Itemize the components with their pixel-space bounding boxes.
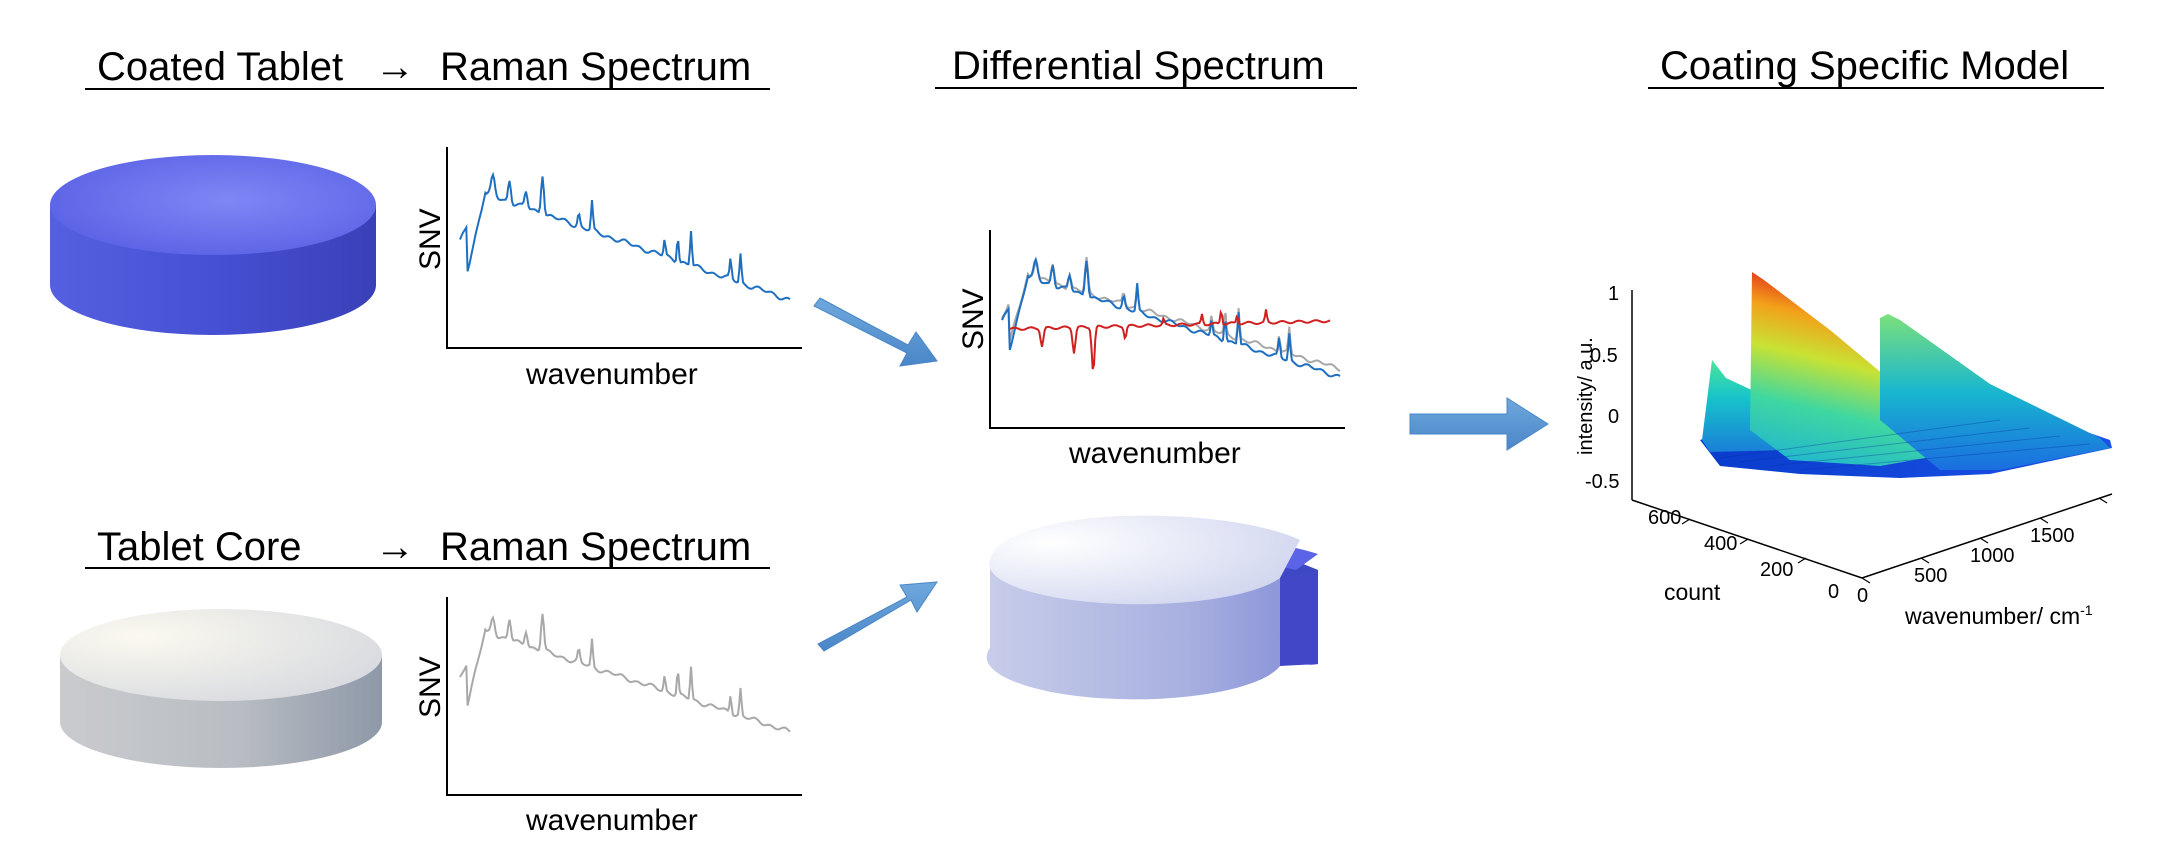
core-spectrum-line	[459, 613, 791, 733]
differential-spectrum-axes	[989, 230, 1345, 429]
title-differential: Differential Spectrum	[935, 44, 1357, 89]
model-z-label: intensity/ a.u.	[1575, 337, 1597, 455]
cut-tablet-core-top	[989, 515, 1300, 605]
title-differential-text: Differential Spectrum	[952, 44, 1325, 88]
coated-spectrum-ylabel: SNV	[414, 208, 447, 270]
arrow-coated-to-differential	[813, 297, 938, 367]
model-y-tick-3: 200	[1760, 559, 1793, 581]
differential-spectrum-chart: SNV wavenumber	[957, 230, 1345, 470]
model-y-tick-4: 0	[1828, 581, 1839, 603]
differential-core-line	[1001, 256, 1341, 372]
differential-spectrum-ylabel: SNV	[957, 288, 990, 350]
model-y-label: count	[1664, 579, 1721, 605]
core-tablet-image	[60, 609, 382, 768]
title-coated-tablet: Coated Tablet → Raman Spectrum	[85, 45, 770, 90]
coated-tablet-top	[50, 155, 376, 255]
model-x-label: wavenumber/ cm-1	[1904, 602, 2093, 629]
model-ridge-right	[1880, 314, 2110, 470]
model-tick-marks	[1681, 497, 2108, 584]
title-core-text: Tablet Core	[97, 525, 302, 569]
core-spectrum-axes	[446, 597, 802, 796]
model-x-tick-3: 1000	[1970, 545, 2015, 567]
coated-spectrum-chart: SNV wavenumber	[414, 147, 802, 391]
model-z-tick-1: 1	[1608, 283, 1619, 305]
model-x-tick-1: 0	[1857, 585, 1868, 607]
model-z-tick-4: -0.5	[1585, 471, 1619, 493]
model-surface-stripes	[1719, 419, 2091, 471]
title-tablet-core: Tablet Core → Raman Spectrum	[85, 525, 770, 569]
model-x-tick-4: 1500	[2030, 525, 2075, 547]
arrow-core-to-differential	[817, 581, 938, 652]
title-coated-raman-text: Raman Spectrum	[440, 45, 751, 89]
coated-spectrum-axes	[446, 147, 802, 349]
core-spectrum-chart: SNV wavenumber	[414, 597, 802, 837]
title-model: Coating Specific Model	[1648, 44, 2104, 89]
differential-spectrum-xlabel: wavenumber	[1068, 437, 1241, 470]
title-core-raman-text: Raman Spectrum	[440, 525, 751, 569]
coated-spectrum-line	[459, 171, 791, 301]
core-spectrum-ylabel: SNV	[414, 656, 447, 718]
core-spectrum-xlabel: wavenumber	[525, 804, 698, 837]
cut-tablet-image	[986, 515, 1318, 700]
coated-tablet-image	[50, 155, 376, 335]
coated-spectrum-xlabel: wavenumber	[525, 358, 698, 391]
differential-difference-line	[1009, 309, 1331, 370]
model-3d-plot: 1 0.5 0 -0.5 intensity/ a.u. 600 400 200…	[1575, 272, 2113, 629]
arrow-differential-to-model	[1409, 397, 1549, 451]
model-x-tick-2: 500	[1914, 565, 1947, 587]
model-z-tick-3: 0	[1608, 406, 1619, 428]
title-coated-arrow: →	[375, 45, 415, 89]
title-core-arrow: →	[375, 525, 415, 569]
model-wavenumber-axis	[1861, 493, 2113, 579]
differential-coated-line	[1001, 256, 1341, 378]
title-coated-tablet-text: Coated Tablet	[97, 45, 343, 89]
title-model-text: Coating Specific Model	[1660, 44, 2069, 88]
model-y-tick-1: 600	[1648, 507, 1681, 529]
core-tablet-top	[60, 609, 382, 701]
model-z-tick-2: 0.5	[1590, 345, 1618, 367]
model-y-tick-2: 400	[1704, 533, 1737, 555]
